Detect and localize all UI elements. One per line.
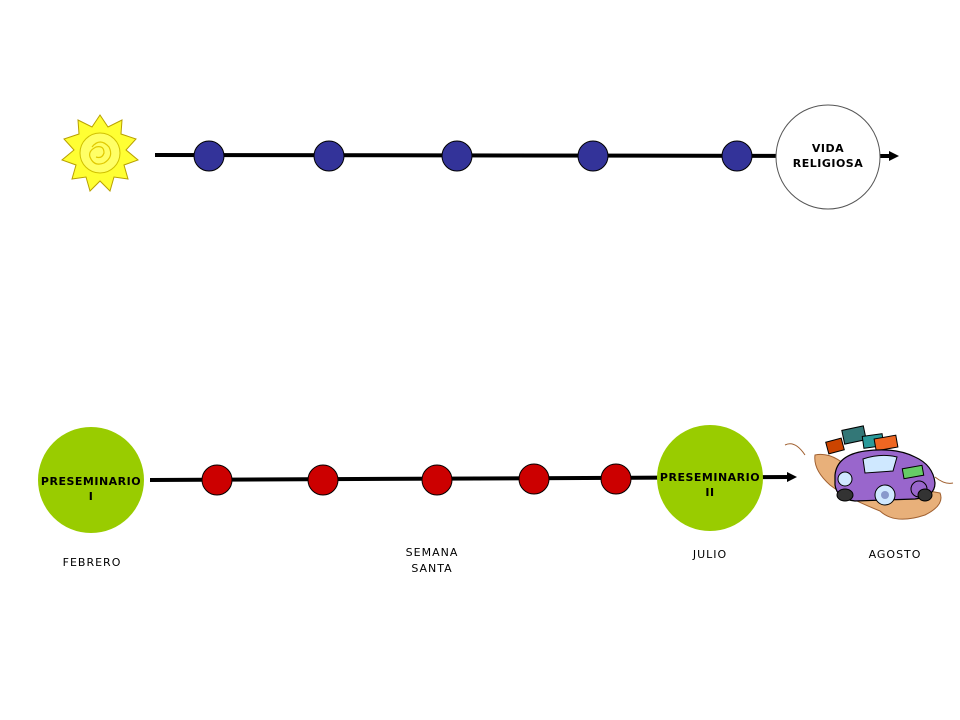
- label-julio: JULIO: [692, 548, 728, 561]
- vida-religiosa-node: VIDA RELIGIOSA: [775, 104, 881, 210]
- label-semana-santa: SEMANA SANTA: [405, 546, 459, 575]
- car-with-luggage-icon: [784, 425, 954, 520]
- preseminario-i-line2: I: [89, 490, 94, 503]
- vida-religiosa-line2: RELIGIOSA: [793, 157, 864, 170]
- top-dot-5: [721, 140, 753, 172]
- label-agosto: AGOSTO: [868, 548, 922, 561]
- bottom-dot-1: [201, 464, 233, 496]
- top-timeline-dots: [193, 140, 753, 172]
- preseminario-ii-node: PRESEMINARIO II: [657, 425, 763, 531]
- bottom-dot-4: [518, 463, 550, 495]
- bottom-dot-3: [421, 464, 453, 496]
- preseminario-ii-line1: PRESEMINARIO: [660, 471, 760, 484]
- preseminario-ii-line2: II: [705, 486, 714, 499]
- preseminario-i-line1: PRESEMINARIO: [41, 475, 141, 488]
- bottom-dot-2: [307, 464, 339, 496]
- top-dot-1: [193, 140, 225, 172]
- vida-religiosa-line1: VIDA: [812, 142, 844, 155]
- preseminario-i-node: PRESEMINARIO I: [38, 427, 144, 533]
- top-dot-3: [441, 140, 473, 172]
- top-dot-4: [577, 140, 609, 172]
- sun-icon: [61, 114, 139, 192]
- top-dot-2: [313, 140, 345, 172]
- top-timeline-line: [154, 150, 899, 161]
- bottom-timeline-dots: [201, 463, 632, 496]
- bottom-dot-5: [600, 463, 632, 495]
- label-febrero: FEBRERO: [62, 556, 122, 569]
